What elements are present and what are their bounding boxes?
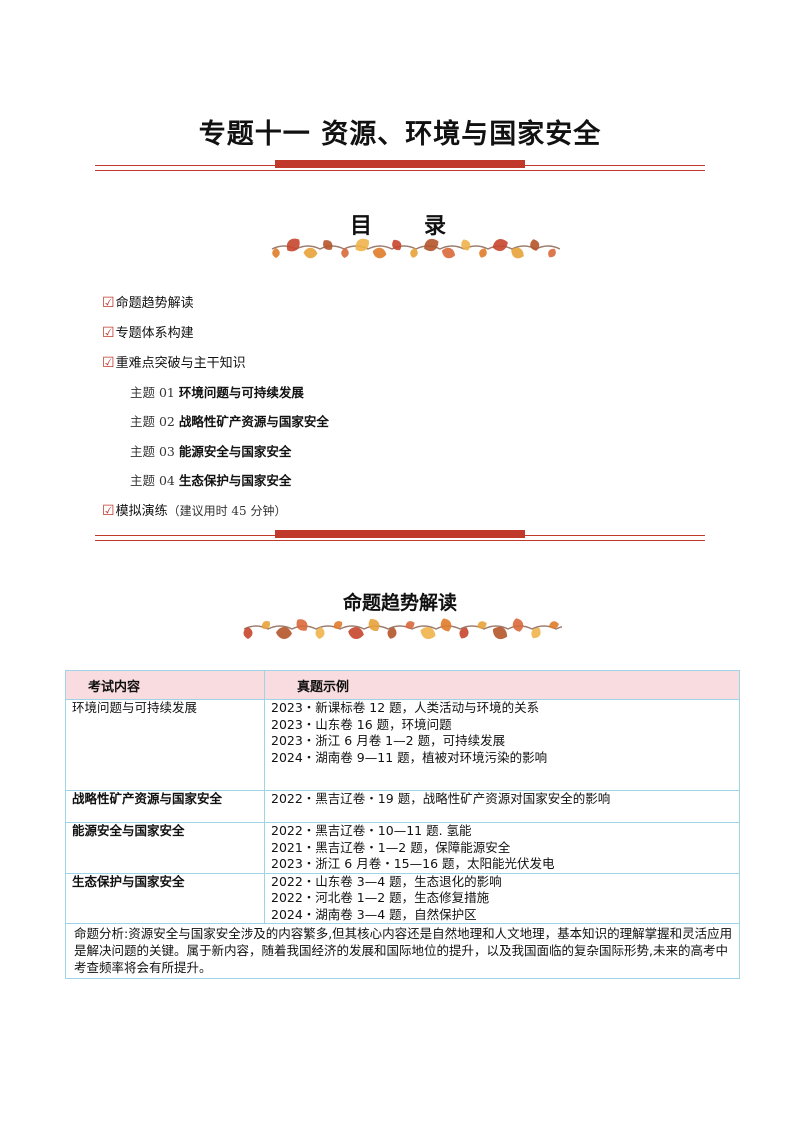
toc-item-label: 重难点突破与主干知识: [115, 356, 246, 371]
exam-table: 考试内容 真题示例 环境问题与可持续发展 2023・新课标卷 12 题，人类活动…: [65, 670, 740, 979]
toc-subtopic-02[interactable]: 主题 02 战略性矿产资源与国家安全: [130, 411, 329, 430]
leaf-icon: [531, 627, 541, 639]
exam-line: 2022・黑吉辽卷・10—11 题. 氢能: [271, 823, 472, 838]
topic-cell: 能源安全与国家安全: [65, 822, 265, 874]
subtopic-label: 生态保护与国家安全: [178, 473, 292, 488]
exam-line: 2021・黑吉辽卷・1—2 题，保障能源安全: [271, 839, 511, 855]
leaf-icon: [492, 238, 508, 252]
leaf-icon: [461, 239, 471, 251]
table-row: 环境问题与可持续发展 2023・新课标卷 12 题，人类活动与环境的关系 202…: [65, 699, 740, 791]
leaf-icon: [492, 626, 508, 640]
leaf-icon: [441, 247, 456, 259]
toc-subtopic-03[interactable]: 主题 03 能源安全与国家安全: [130, 441, 291, 460]
leaf-icon: [549, 621, 559, 629]
exam-line: 2022・山东卷 3—4 题，生态退化的影响: [271, 873, 502, 889]
exam-line: 2023・浙江 6 月卷・15—16 题，太阳能光伏发电: [271, 856, 555, 871]
leaf-icon: [341, 248, 349, 258]
analysis-text: 命题分析:资源安全与国家安全涉及的内容繁多,但其核心内容还是自然地理和人文地理，…: [65, 923, 740, 979]
leaf-icon: [392, 239, 402, 251]
leaf-icon: [420, 626, 436, 640]
exams-cell: 2022・黑吉辽卷・10—11 题. 氢能 2021・黑吉辽卷・1—2 题，保障…: [264, 822, 740, 874]
leaf-icon: [405, 621, 415, 629]
leaf-icon: [333, 621, 343, 629]
leaf-icon: [243, 627, 253, 639]
leaf-icon: [548, 248, 556, 258]
leaf-icon: [512, 618, 524, 632]
table-row: 战略性矿产资源与国家安全 2022・黑吉辽卷・19 题，战略性矿产资源对国家安全…: [65, 790, 740, 823]
checkbox-icon: ☑: [102, 325, 115, 341]
table-header-row: 考试内容 真题示例: [65, 670, 740, 700]
leaf-icon: [368, 618, 380, 632]
toc-heading: 目录: [0, 208, 800, 240]
leaf-icon: [410, 248, 418, 258]
exam-line: 2023・新课标卷 12 题，人类活动与环境的关系: [271, 700, 540, 715]
exam-line: 2022・黑吉辽卷・19 题，战略性矿产资源对国家安全的影响: [271, 791, 611, 806]
leaf-icon: [303, 247, 318, 259]
leaf-icon: [286, 238, 300, 252]
leaf-icon: [459, 627, 469, 639]
exam-line: 2023・山东卷 16 题，环境问题: [271, 716, 452, 732]
exams-cell: 2023・新课标卷 12 题，人类活动与环境的关系 2023・山东卷 16 题，…: [264, 699, 740, 791]
checkbox-icon: ☑: [102, 355, 115, 371]
leaf-icon: [424, 238, 439, 252]
toc-item-trend[interactable]: ☑命题趋势解读: [102, 292, 194, 311]
toc-heading-left: 目: [349, 214, 376, 239]
leaf-icon: [315, 627, 325, 639]
toc-item-label: 专题体系构建: [115, 326, 194, 341]
exam-line: 2022・河北卷 1—2 题，生态修复措施: [271, 890, 490, 905]
toc-item-label: 命题趋势解读: [115, 296, 194, 311]
section-heading: 命题趋势解读: [342, 592, 457, 614]
leaf-icon: [276, 627, 292, 639]
exams-cell: 2022・山东卷 3—4 题，生态退化的影响 2022・河北卷 1—2 题，生态…: [264, 872, 740, 924]
subtopic-prefix: 主题 03: [130, 444, 179, 459]
toc-subtopic-04[interactable]: 主题 04 生态保护与国家安全: [130, 470, 291, 489]
toc-item-key-points[interactable]: ☑重难点突破与主干知识: [102, 352, 246, 371]
leaf-garland-section: [243, 618, 562, 640]
subtopic-label: 能源安全与国家安全: [178, 444, 292, 459]
leaf-icon: [348, 627, 364, 639]
subtopic-prefix: 主题 01: [130, 385, 179, 400]
toc-item-practice[interactable]: ☑模拟演练（建议用时 45 分钟）: [102, 500, 286, 519]
leaf-icon: [530, 239, 540, 251]
title-divider: [95, 160, 705, 174]
leaf-icon: [511, 247, 524, 259]
page-title: 专题十一 资源、环境与国家安全: [198, 119, 602, 150]
exams-cell: 2022・黑吉辽卷・19 题，战略性矿产资源对国家安全的影响: [264, 790, 740, 823]
leaf-icon: [272, 248, 280, 258]
leaf-icon: [479, 248, 487, 258]
analysis-row: 命题分析:资源安全与国家安全涉及的内容繁多,但其核心内容还是自然地理和人文地理，…: [65, 923, 740, 979]
leaf-icon: [296, 619, 308, 631]
exam-line: 2024・湖南卷 3—4 题，自然保护区: [271, 906, 477, 922]
subtopic-label: 战略性矿产资源与国家安全: [178, 414, 329, 429]
toc-divider: [95, 530, 705, 544]
exam-line: 2023・浙江 6 月卷 1—2 题，可持续发展: [271, 733, 506, 748]
exam-line: 2024・湖南卷 9—11 题，植被对环境污染的影响: [271, 749, 548, 765]
subtopic-prefix: 主题 04: [130, 473, 179, 488]
practice-time-note: （建议用时 45 分钟）: [167, 504, 287, 518]
toc-item-label: 模拟演练: [115, 504, 168, 519]
table-row: 能源安全与国家安全 2022・黑吉辽卷・10—11 题. 氢能 2021・黑吉辽…: [65, 822, 740, 874]
leaf-icon: [372, 247, 387, 259]
toc-heading-right: 录: [424, 214, 451, 239]
topic-cell: 生态保护与国家安全: [65, 872, 265, 924]
toc-subtopic-01[interactable]: 主题 01 环境问题与可持续发展: [130, 382, 304, 401]
leaf-icon: [440, 618, 452, 632]
leaf-icon: [355, 238, 369, 252]
checkbox-icon: ☑: [102, 503, 115, 519]
leaf-icon: [387, 627, 397, 639]
leaf-icon: [477, 621, 487, 629]
table-row: 生态保护与国家安全 2022・山东卷 3—4 题，生态退化的影响 2022・河北…: [65, 872, 740, 924]
toc-item-system[interactable]: ☑专题体系构建: [102, 322, 194, 341]
topic-cell: 环境问题与可持续发展: [65, 699, 265, 791]
subtopic-label: 环境问题与可持续发展: [178, 385, 304, 400]
leaf-icon: [261, 621, 271, 629]
header-exam-examples: 真题示例: [264, 670, 740, 700]
checkbox-icon: ☑: [102, 295, 115, 311]
topic-cell: 战略性矿产资源与国家安全: [65, 790, 265, 823]
leaf-icon: [323, 240, 333, 250]
header-exam-content: 考试内容: [65, 670, 265, 700]
subtopic-prefix: 主题 02: [130, 414, 179, 429]
leaf-garland-toc: [271, 238, 560, 259]
